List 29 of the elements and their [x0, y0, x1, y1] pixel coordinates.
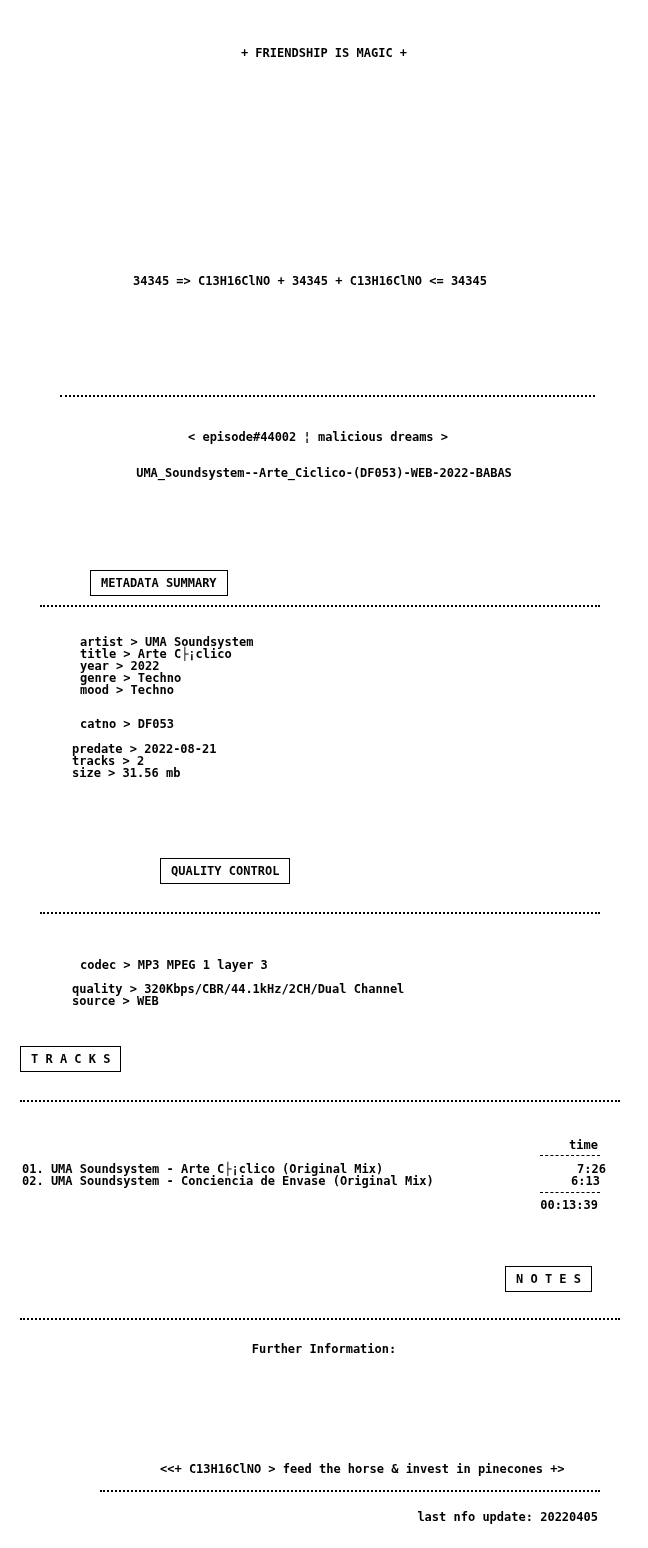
track-row: 01. UMA Soundsystem - Arte C├¡clico (Original Mix) [22, 1163, 384, 1176]
section-heading: N O T E S [505, 1266, 593, 1292]
info-row: artist > UMA Soundsystem [80, 636, 254, 649]
heading: + FRIENDSHIP IS MAGIC + [240, 47, 408, 60]
duration: 6:13 [571, 1175, 600, 1188]
column-header: time [569, 1139, 598, 1152]
section-heading: T R A C K S [20, 1046, 122, 1072]
info-row: size > 31.56 mb [72, 767, 181, 780]
info-row: source > WEB [72, 995, 159, 1008]
section-heading: QUALITY CONTROL [160, 858, 291, 884]
release-name: UMA_Soundsystem--Arte_Ciclico-(DF053)-WEB-2022-BABAS [136, 467, 512, 480]
note: 34345 => C13H16ClNO + 34345 + C13H16ClNO <= 34345 [133, 275, 487, 288]
info-row: mood > Techno [80, 684, 174, 697]
info-row: predate > 2022-08-21 [72, 743, 217, 756]
heading: Further Information: [251, 1343, 397, 1356]
note: <<+ C13H16ClNO > feed the horse & invest in pinecones +> [160, 1463, 565, 1476]
section-heading: METADATA SUMMARY [90, 570, 228, 596]
info-row: genre > Techno [80, 672, 182, 685]
duration: 7:26 [577, 1163, 606, 1176]
info-row: tracks > 2 [72, 755, 145, 768]
info-row: quality > 320Kbps/CBR/44.1kHz/2CH/Dual Channel [72, 983, 405, 996]
info-row: title > Arte C├¡clico [80, 648, 232, 661]
footer-note: last nfo update: 20220405 [417, 1511, 598, 1524]
info-row: catno > DF053 [80, 718, 174, 731]
info-row: year > 2022 [80, 660, 160, 673]
total-duration: 00:13:39 [540, 1199, 598, 1212]
info-row: codec > MP3 MPEG 1 layer 3 [80, 959, 268, 972]
subtitle: < episode#44002 ¦ malicious dreams > [187, 431, 449, 444]
track-row: 02. UMA Soundsystem - Conciencia de Envase (Original Mix) [22, 1175, 434, 1188]
